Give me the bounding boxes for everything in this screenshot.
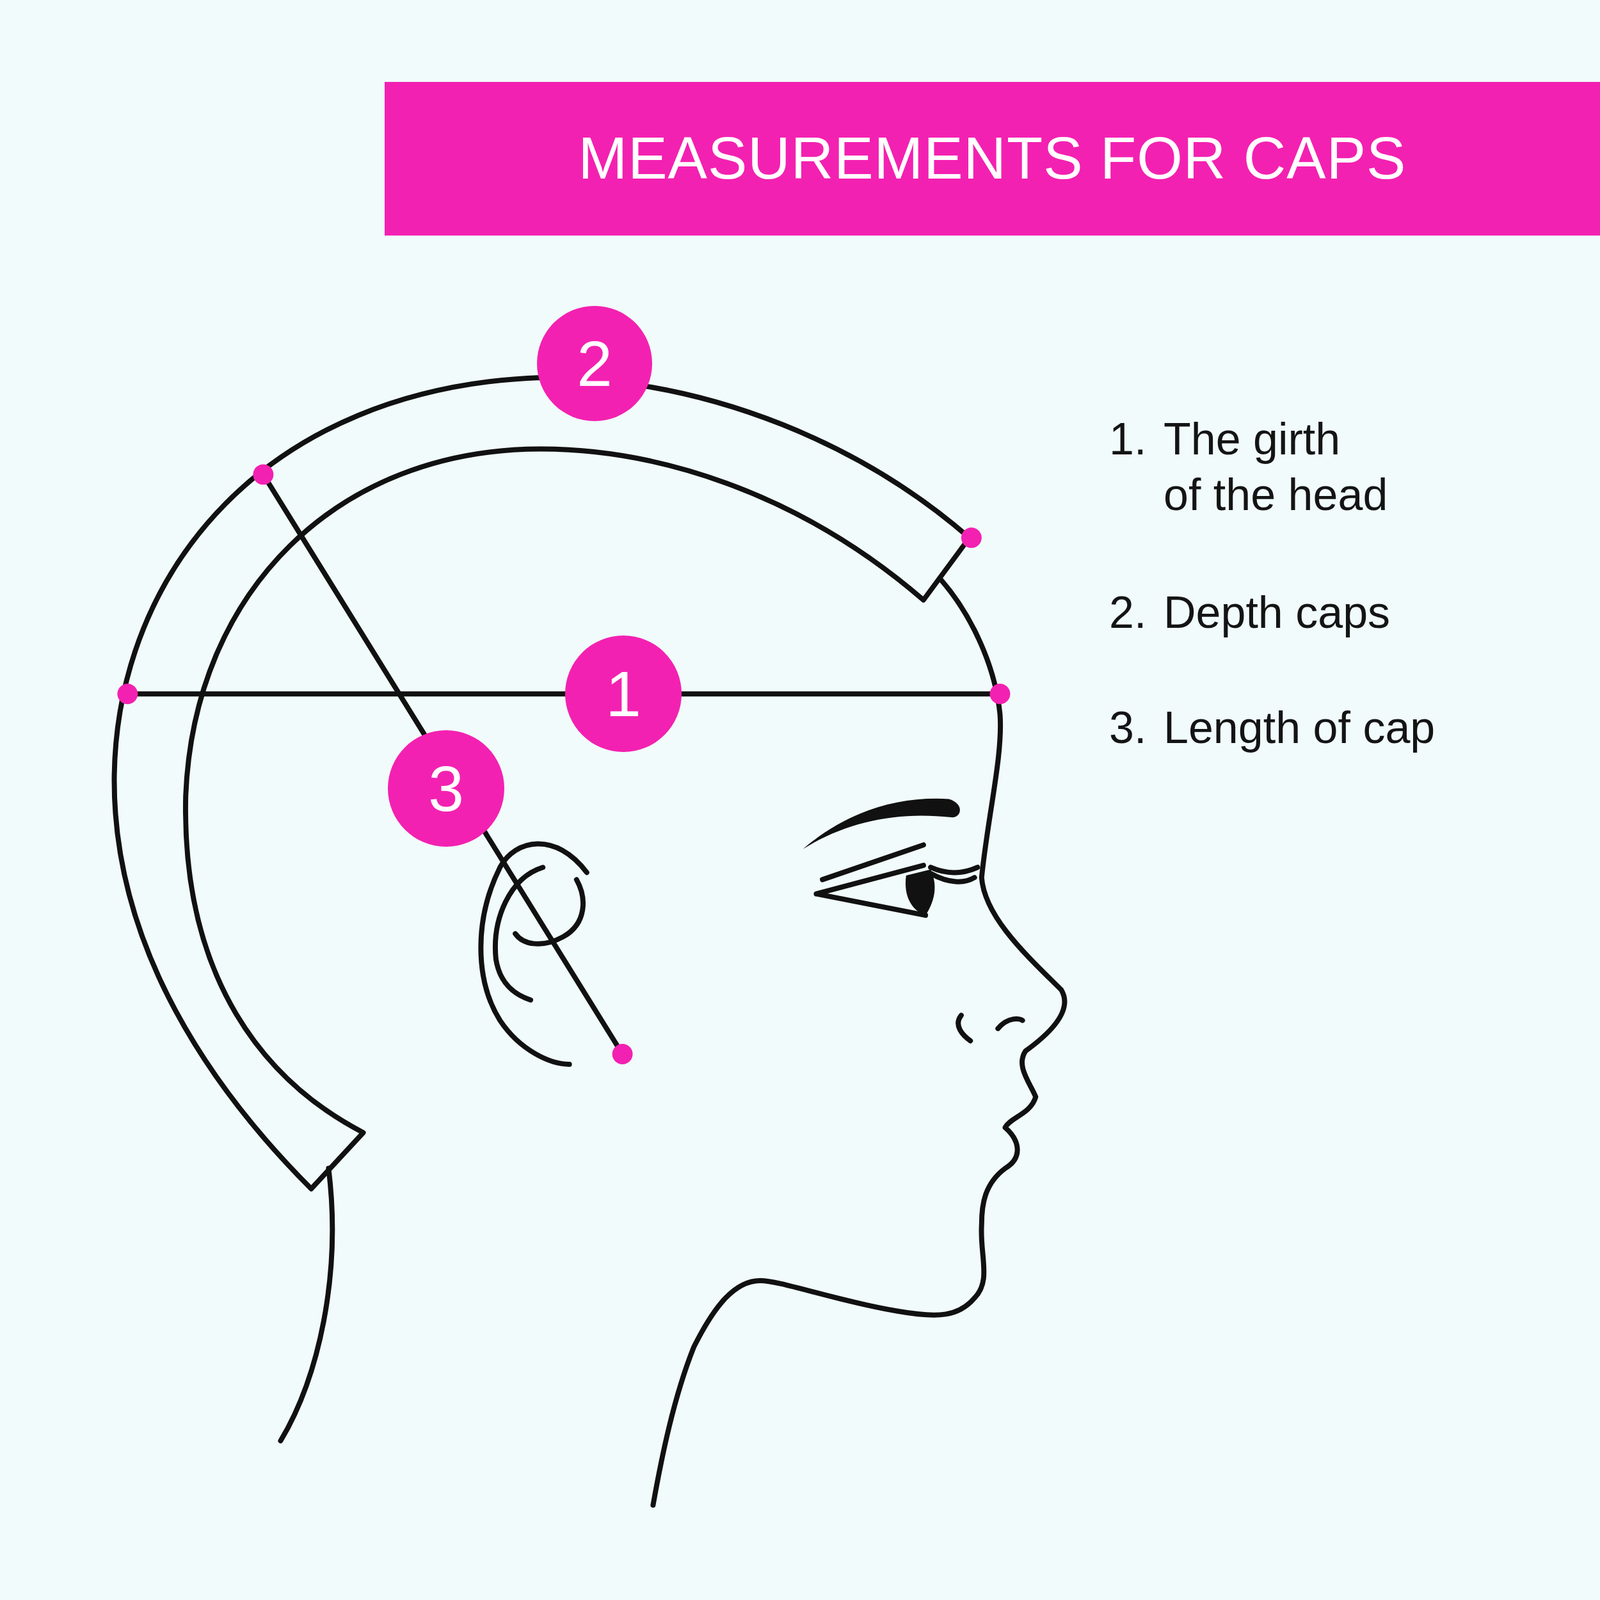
ear-inner xyxy=(495,867,584,1000)
nostril xyxy=(958,1015,1023,1041)
measure-dot xyxy=(612,1043,633,1065)
face-profile xyxy=(652,579,1065,1506)
callout-circle: 3 xyxy=(387,730,505,847)
title-text: MEASUREMENTS FOR CAPS xyxy=(578,126,1407,191)
callout-number: 3 xyxy=(428,756,464,821)
measure-dot xyxy=(961,527,982,548)
girth-line xyxy=(127,691,1000,697)
list-text: Depth caps xyxy=(1163,584,1391,641)
ear xyxy=(480,844,587,1065)
list-number: 1. xyxy=(1109,411,1147,468)
measure-dot xyxy=(990,683,1011,704)
measure-dot xyxy=(252,464,274,485)
list-text: Length of cap xyxy=(1163,700,1435,756)
list-number: 2. xyxy=(1109,584,1147,641)
measure-dot xyxy=(117,683,138,704)
list-number: 3. xyxy=(1109,700,1147,756)
callout-circle: 1 xyxy=(565,635,682,752)
eyebrow xyxy=(803,798,960,850)
cap-outline xyxy=(114,377,970,1190)
eye-lashes xyxy=(930,867,978,882)
eye-iris xyxy=(905,869,936,916)
callout-number: 2 xyxy=(576,331,613,396)
callout-circle: 2 xyxy=(536,305,653,422)
list-text: The girth of the head xyxy=(1163,411,1389,523)
title-band: MEASUREMENTS FOR CAPS xyxy=(384,81,1600,236)
callout-number: 1 xyxy=(605,661,642,726)
neck-back xyxy=(280,1168,333,1442)
length-line xyxy=(263,474,623,1055)
